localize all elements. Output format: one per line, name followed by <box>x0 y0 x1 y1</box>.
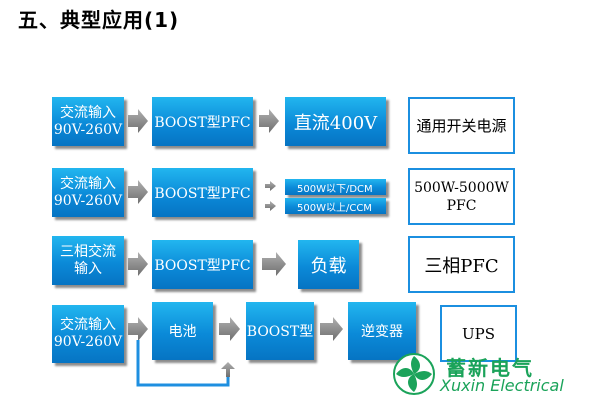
arrow-row4-a <box>128 317 148 341</box>
input-box-row2: 交流输入 90V-260V <box>52 168 124 217</box>
logo-mark-icon <box>393 353 435 395</box>
company-logo: 蓄新电气 Xuxin Electrical <box>392 350 591 400</box>
input-box-row1: 交流输入 90V-260V <box>52 97 124 146</box>
boost-pfc-box-row3: BOOST型PFC <box>152 240 253 289</box>
load-box-row3: 负载 <box>298 240 359 289</box>
output-box-row2-ccm: 500W以上/CCM <box>285 198 386 214</box>
inverter-box-row4: 逆变器 <box>348 302 416 360</box>
boost-box-row4: BOOST型 <box>246 302 314 360</box>
output-box-row2-dcm: 500W以下/DCM <box>285 179 386 195</box>
battery-box-row4: 电池 <box>152 302 213 360</box>
application-box-row1: 通用开关电源 <box>408 97 515 154</box>
output-box-row1: 直流400V <box>285 97 386 146</box>
arrow-row2-small-a <box>265 181 276 191</box>
arrow-row1-a <box>128 109 148 133</box>
logo-name-en: Xuxin Electrical <box>440 376 564 395</box>
arrow-row3-a <box>128 252 148 276</box>
bypass-line <box>136 340 230 387</box>
application-box-row4: UPS <box>440 305 517 362</box>
arrow-row4-b <box>219 317 240 341</box>
page-title: 五、典型应用(1) <box>18 8 180 32</box>
boost-pfc-box-row1: BOOST型PFC <box>152 97 253 146</box>
logo-name-cn: 蓄新电气 <box>446 356 534 380</box>
arrow-row2-a <box>128 180 148 204</box>
boost-pfc-box-row2: BOOST型PFC <box>152 168 253 217</box>
input-box-row4: 交流输入 90V-260V <box>52 305 124 363</box>
arrow-row1-b <box>259 109 279 133</box>
application-box-row3: 三相PFC <box>408 236 515 293</box>
arrow-up-battery <box>221 362 235 377</box>
arrow-row4-c <box>320 317 343 341</box>
arrow-row2-small-b <box>265 201 276 211</box>
arrow-row3-b <box>262 252 286 276</box>
application-box-row2: 500W-5000W PFC <box>408 168 515 225</box>
input-box-row3: 三相交流 输入 <box>52 236 124 285</box>
